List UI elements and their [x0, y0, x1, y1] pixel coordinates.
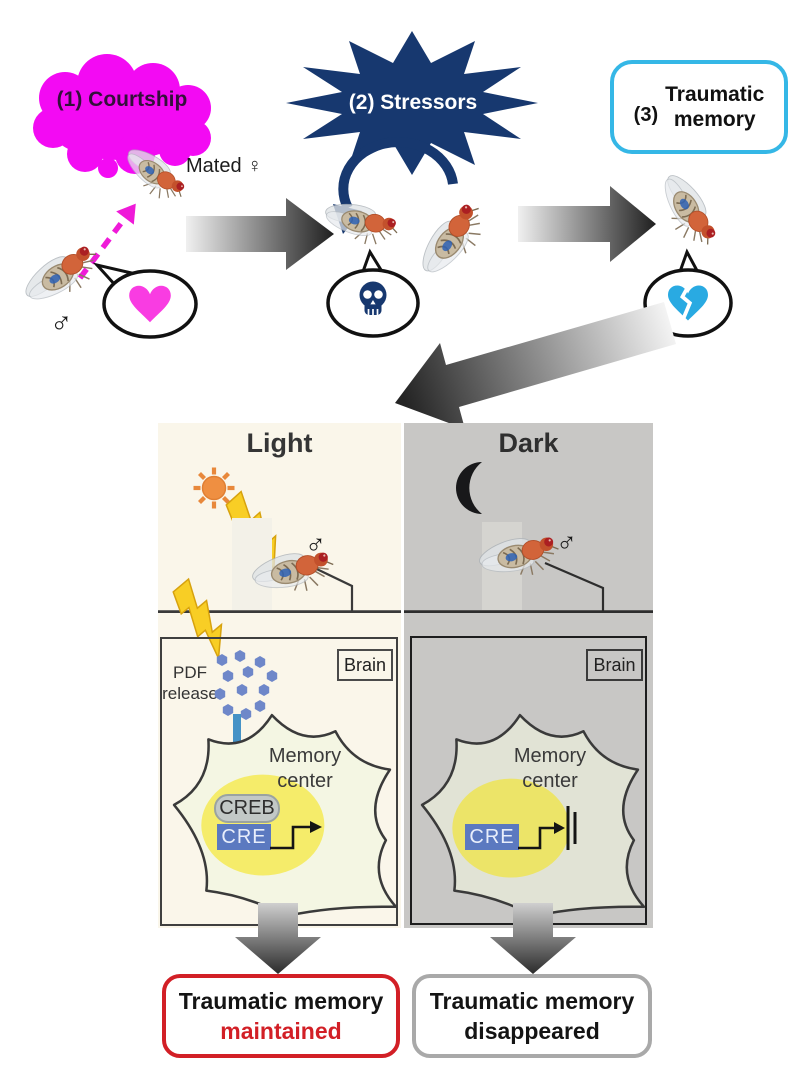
flow-arrow-down-left: [395, 302, 676, 429]
light-title: Light: [246, 428, 313, 458]
brain-label-dark: Brain: [586, 649, 643, 681]
heart-icon: [129, 285, 171, 323]
traumatic-memory-number: (3): [633, 103, 659, 126]
stressors-label: (2) Stressors: [348, 91, 478, 114]
courtship-label: (1) Courtship: [56, 88, 188, 111]
transcription-arrow-blocked: [518, 806, 577, 850]
moon-icon: [456, 462, 482, 514]
courtship-dashed-arrow: [77, 203, 136, 280]
outcome-dark-line2: disappeared: [464, 1018, 600, 1044]
brain-label-light: Brain: [337, 649, 393, 681]
traumatic-memory-label: Traumatic memory: [665, 82, 765, 131]
mated-female-label: Mated ♀: [186, 155, 263, 177]
cre-box-dark: CRE: [465, 824, 519, 850]
male-symbol-dark: ♂: [556, 526, 577, 557]
speech-bubble-heart: [92, 262, 198, 339]
outcome-light-line2: maintained: [220, 1018, 342, 1044]
outcome-arrow-light: [235, 903, 321, 974]
flow-arrow-2: [518, 186, 656, 262]
speech-bubble-skull: [326, 248, 420, 338]
sun-icon: [193, 467, 235, 509]
transcription-arrow-active: [270, 821, 322, 850]
creb-pill: CREB: [214, 794, 280, 823]
flow-arrow-1: [186, 198, 334, 270]
outcome-arrow-dark: [490, 903, 576, 974]
broken-heart-icon: [668, 285, 708, 321]
memory-center-label-light: Memory center: [268, 745, 342, 792]
traumatic-memory-box: (3) Traumatic memory: [610, 60, 788, 154]
stressor-burst: [286, 31, 538, 175]
dark-ground-line: [404, 561, 653, 613]
male-symbol-step1: ♂: [50, 306, 73, 339]
outcome-box-dark: Traumatic memory disappeared: [412, 974, 652, 1058]
outcome-box-light: Traumatic memory maintained: [162, 974, 400, 1058]
dark-title: Dark: [498, 428, 559, 458]
outcome-dark-line1: Traumatic memory: [429, 987, 635, 1014]
cre-box-light: CRE: [217, 824, 271, 850]
memory-center-label-dark: Memory center: [513, 745, 587, 792]
outcome-light-line1: Traumatic memory: [178, 987, 384, 1014]
male-symbol-light: ♂: [305, 528, 326, 559]
pdf-release-label: PDF release: [162, 663, 218, 704]
skull-icon: [359, 281, 387, 316]
